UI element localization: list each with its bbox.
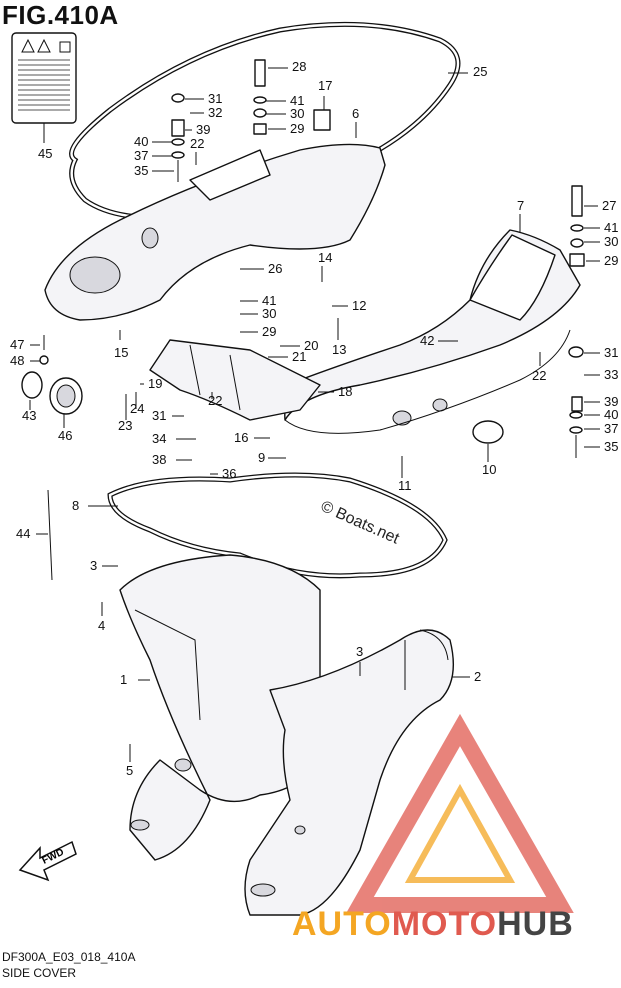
callout-16: 16 xyxy=(234,430,248,445)
callout-5: 5 xyxy=(126,763,133,778)
callout-38: 38 xyxy=(152,452,166,467)
callout-22: 22 xyxy=(532,368,546,383)
lower-cover-part-2 xyxy=(244,629,455,916)
callout-44: 44 xyxy=(16,526,30,541)
warning-label-part xyxy=(11,32,77,143)
brand-part-hub: HUB xyxy=(497,905,574,943)
callout-27: 27 xyxy=(602,198,616,213)
callout-48: 48 xyxy=(10,353,24,368)
callout-14: 14 xyxy=(318,250,332,265)
grommet-part-46 xyxy=(49,377,83,415)
callout-40: 40 xyxy=(134,134,148,149)
footer-figure-name: SIDE COVER xyxy=(2,966,77,980)
callout-30: 30 xyxy=(604,234,618,249)
lower-cover-part-1 xyxy=(119,554,321,861)
callout-11: 11 xyxy=(398,478,412,493)
callout-42: 42 xyxy=(420,333,434,348)
callout-31: 31 xyxy=(152,408,166,423)
upper-cover-part-6 xyxy=(44,143,386,321)
callout-40: 40 xyxy=(604,407,618,422)
brand-triangle-logo xyxy=(346,713,574,913)
callout-39: 39 xyxy=(604,394,618,409)
callout-36: 36 xyxy=(222,466,236,481)
brand-part-auto: AUTO xyxy=(292,905,392,943)
callout-41: 41 xyxy=(262,293,276,308)
callout-1: 1 xyxy=(120,672,127,687)
callout-43: 43 xyxy=(22,408,36,423)
callout-22: 22 xyxy=(208,393,222,408)
callout-3: 3 xyxy=(356,644,363,659)
callout-19: 19 xyxy=(148,376,162,391)
callout-3: 3 xyxy=(90,558,97,573)
callout-29: 29 xyxy=(290,121,304,136)
callout-4: 4 xyxy=(98,618,105,633)
grommet-part-43 xyxy=(21,371,43,399)
callout-18: 18 xyxy=(338,384,352,399)
callout-39: 39 xyxy=(196,122,210,137)
brand-part-moto: MOTO xyxy=(391,905,498,943)
callout-23: 23 xyxy=(118,418,132,433)
leader-lines xyxy=(29,67,600,762)
callout-45: 45 xyxy=(38,146,52,161)
callout-24: 24 xyxy=(130,401,144,416)
callout-22: 22 xyxy=(190,136,204,151)
callout-37: 37 xyxy=(134,148,148,163)
callout-35: 35 xyxy=(134,163,148,178)
fastener-stack-right xyxy=(568,185,585,458)
callout-29: 29 xyxy=(604,253,618,268)
callout-9: 9 xyxy=(258,450,265,465)
callout-41: 41 xyxy=(604,220,618,235)
callout-7: 7 xyxy=(517,198,524,213)
callout-15: 15 xyxy=(114,345,128,360)
callout-30: 30 xyxy=(262,306,276,321)
callout-32: 32 xyxy=(208,105,222,120)
callout-28: 28 xyxy=(292,59,306,74)
callout-47: 47 xyxy=(10,337,24,352)
callout-46: 46 xyxy=(58,428,72,443)
lower-seal-part-8 xyxy=(107,472,448,579)
callout-37: 37 xyxy=(604,421,618,436)
callout-8: 8 xyxy=(72,498,79,513)
footer-drawing-code: DF300A_E03_018_410A xyxy=(2,950,136,964)
callout-21: 21 xyxy=(292,349,306,364)
callout-31: 31 xyxy=(208,91,222,106)
brand-wordmark: AUTOMOTOHUB xyxy=(292,905,574,944)
callout-12: 12 xyxy=(352,298,366,313)
callout-25: 25 xyxy=(473,64,487,79)
callout-33: 33 xyxy=(604,367,618,382)
callout-2: 2 xyxy=(474,669,481,684)
callout-17: 17 xyxy=(318,78,332,93)
callout-31: 31 xyxy=(604,345,618,360)
callout-13: 13 xyxy=(332,342,346,357)
callout-41: 41 xyxy=(290,93,304,108)
callout-35: 35 xyxy=(604,439,618,454)
callout-20: 20 xyxy=(304,338,318,353)
fwd-arrow-icon: FWD xyxy=(18,840,77,882)
callout-34: 34 xyxy=(152,431,166,446)
callout-6: 6 xyxy=(352,106,359,121)
fastener-stack-left xyxy=(171,59,331,182)
callout-26: 26 xyxy=(268,261,282,276)
callout-30: 30 xyxy=(290,106,304,121)
callout-10: 10 xyxy=(482,462,496,477)
figure-title: FIG.410A xyxy=(2,0,119,30)
callout-29: 29 xyxy=(262,324,276,339)
